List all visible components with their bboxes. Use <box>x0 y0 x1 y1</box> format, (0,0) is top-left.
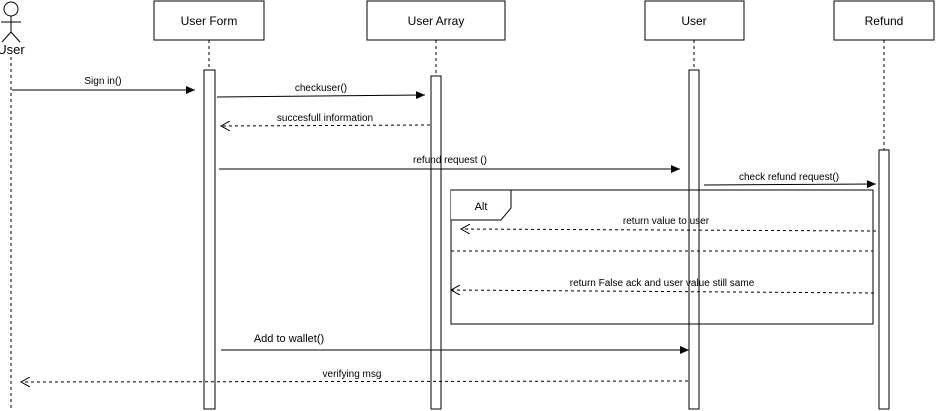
activation-user-array <box>430 75 442 410</box>
message-checkuser: checkuser() <box>216 83 426 100</box>
message-label: checkuser() <box>295 83 347 94</box>
participant-refund[interactable]: Refund <box>833 0 935 41</box>
message-label: return value to user <box>623 216 710 227</box>
actor-user[interactable]: User <box>0 1 25 57</box>
message-label: Add to wallet() <box>254 333 324 345</box>
alt-fragment-label: Alt <box>475 201 488 213</box>
message-successful-info: succesfull information <box>221 113 431 126</box>
message-label: refund request () <box>413 155 487 166</box>
message-add-to-wallet: Add to wallet() <box>221 333 689 354</box>
message-return-false: return False ack and user value still sa… <box>451 278 875 293</box>
activation-user <box>688 69 700 410</box>
participant-user[interactable]: User <box>644 0 745 41</box>
message-refund-request: refund request () <box>219 155 680 173</box>
activation-refund <box>878 149 890 410</box>
message-label: verifying msg <box>323 369 382 380</box>
actor-leg-left <box>1 31 12 43</box>
alt-fragment: Alt <box>450 189 874 325</box>
actor-label: User <box>0 42 25 57</box>
message-label: succesfull information <box>277 113 373 124</box>
actor-head <box>3 1 19 17</box>
message-check-refund-request: check refund request() <box>703 172 877 189</box>
message-return-value: return value to user <box>461 216 877 231</box>
message-label: Sign in() <box>84 76 121 87</box>
participant-user-array[interactable]: User Array <box>366 0 506 41</box>
activation-user-form <box>203 69 216 410</box>
actor-leg-right <box>10 31 21 43</box>
participant-label: User <box>681 14 706 28</box>
alt-fragment-tab <box>451 189 512 221</box>
message-label: check refund request() <box>739 172 839 183</box>
message-label: return False ack and user value still sa… <box>570 278 755 289</box>
participant-user-form[interactable]: User Form <box>153 0 265 41</box>
participant-label: User Form <box>181 14 238 28</box>
participant-label: User Array <box>408 14 465 28</box>
message-verifying-msg: verifying msg <box>21 369 689 382</box>
alt-fragment-frame <box>450 189 874 325</box>
participant-label: Refund <box>865 14 904 28</box>
message-sign-in: Sign in() <box>12 76 195 94</box>
